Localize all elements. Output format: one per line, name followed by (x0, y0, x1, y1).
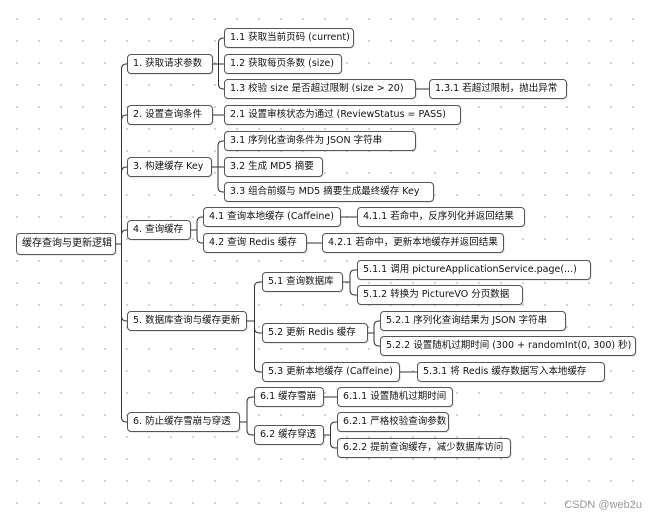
node-6-2-1: 6.2.1 严格校验查询参数 (337, 412, 449, 432)
connector-node-5-1-to-node-5-1-2 (343, 281, 357, 296)
connector-node-5-2-to-node-5-2-2 (368, 332, 380, 347)
connector-node-6-to-node-6-2 (240, 421, 254, 436)
node-1: 1. 获取请求参数 (127, 54, 213, 74)
connector-node-4-to-node-4-2 (191, 229, 203, 244)
connector-node-5-to-node-5-1 (247, 281, 262, 322)
node-3-2: 3.2 生成 MD5 摘要 (224, 157, 323, 177)
node-6-2: 6.2 缓存穿透 (254, 425, 324, 445)
node-4: 4. 查询缓存 (127, 220, 191, 240)
node-6-1: 6.1 缓存雪崩 (254, 387, 324, 407)
node-6-2-2: 6.2.2 提前查询缓存，减少数据库访问 (337, 438, 511, 458)
node-5-2-2: 5.2.2 设置随机过期时间 (300 + randomInt(0, 300) … (380, 336, 636, 356)
watermark: CSDN @web2u (564, 499, 642, 511)
connector-root-node-to-node-6 (116, 243, 127, 423)
connector-node-6-2-to-node-6-2-1 (324, 421, 337, 436)
node-5-2-1: 5.2.1 序列化查询结果为 JSON 字符串 (380, 311, 566, 331)
node-3-3: 3.3 组合前缀与 MD5 摘要生成最终缓存 Key (224, 182, 434, 202)
node-3: 3. 构建缓存 Key (127, 157, 212, 177)
connector-node-3-to-node-3-3 (212, 166, 224, 193)
node-5-2: 5.2 更新 Redis 缓存 (262, 323, 368, 343)
connector-node-5-1-to-node-5-1-1 (343, 269, 357, 283)
node-4-2-1: 4.2.1 若命中，更新本地缓存并返回结果 (322, 233, 504, 253)
node-5-1-1: 5.1.1 调用 pictureApplicationService.page(… (357, 260, 591, 280)
connector-root-node-to-node-1 (116, 63, 127, 245)
connector-node-5-to-node-5-3 (247, 320, 262, 373)
connector-node-1-to-node-1-1 (213, 37, 224, 65)
node-4-1: 4.1 查询本地缓存 (Caffeine) (203, 207, 341, 227)
node-5: 5. 数据库查询与缓存更新 (127, 311, 247, 331)
connector-root-node-to-node-2 (116, 114, 127, 245)
node-2: 2. 设置查询条件 (127, 105, 213, 125)
connector-root-node-to-node-4 (116, 229, 127, 245)
connector-node-5-2-to-node-5-2-1 (368, 320, 380, 334)
node-1-3-1: 1.3.1 若超过限制，抛出异常 (429, 79, 567, 99)
node-1-2: 1.2 获取每页条数 (size) (224, 54, 342, 74)
node-3-1: 3.1 序列化查询条件为 JSON 字符串 (224, 131, 416, 151)
connector-root-node-to-node-3 (116, 166, 127, 245)
node-5-3-1: 5.3.1 将 Redis 缓存数据写入本地缓存 (417, 362, 605, 382)
node-6: 6. 防止缓存雪崩与穿透 (127, 412, 240, 432)
root-node: 缓存查询与更新逻辑 (16, 233, 116, 255)
node-2-1: 2.1 设置审核状态为通过 (ReviewStatus = PASS) (224, 105, 461, 125)
node-1-3: 1.3 校验 size 是否超过限制 (size > 20) (224, 79, 416, 99)
connector-node-6-2-to-node-6-2-2 (324, 434, 337, 449)
connector-node-5-to-node-5-2 (247, 320, 262, 334)
node-4-1-1: 4.1.1 若命中，反序列化并返回结果 (357, 207, 525, 227)
connector-node-3-to-node-3-1 (212, 140, 224, 168)
connector-node-1-to-node-1-3 (213, 63, 224, 90)
node-6-1-1: 6.1.1 设置随机过期时间 (337, 387, 453, 407)
connector-node-6-to-node-6-1 (240, 396, 254, 423)
node-5-1: 5.1 查询数据库 (262, 272, 343, 292)
node-5-1-2: 5.1.2 转换为 PictureVO 分页数据 (357, 285, 523, 305)
node-5-3: 5.3 更新本地缓存 (Caffeine) (262, 362, 400, 382)
node-4-2: 4.2 查询 Redis 缓存 (203, 233, 307, 253)
connector-node-4-to-node-4-1 (191, 216, 203, 231)
node-1-1: 1.1 获取当前页码 (current) (224, 28, 354, 48)
connector-root-node-to-node-5 (116, 243, 127, 322)
